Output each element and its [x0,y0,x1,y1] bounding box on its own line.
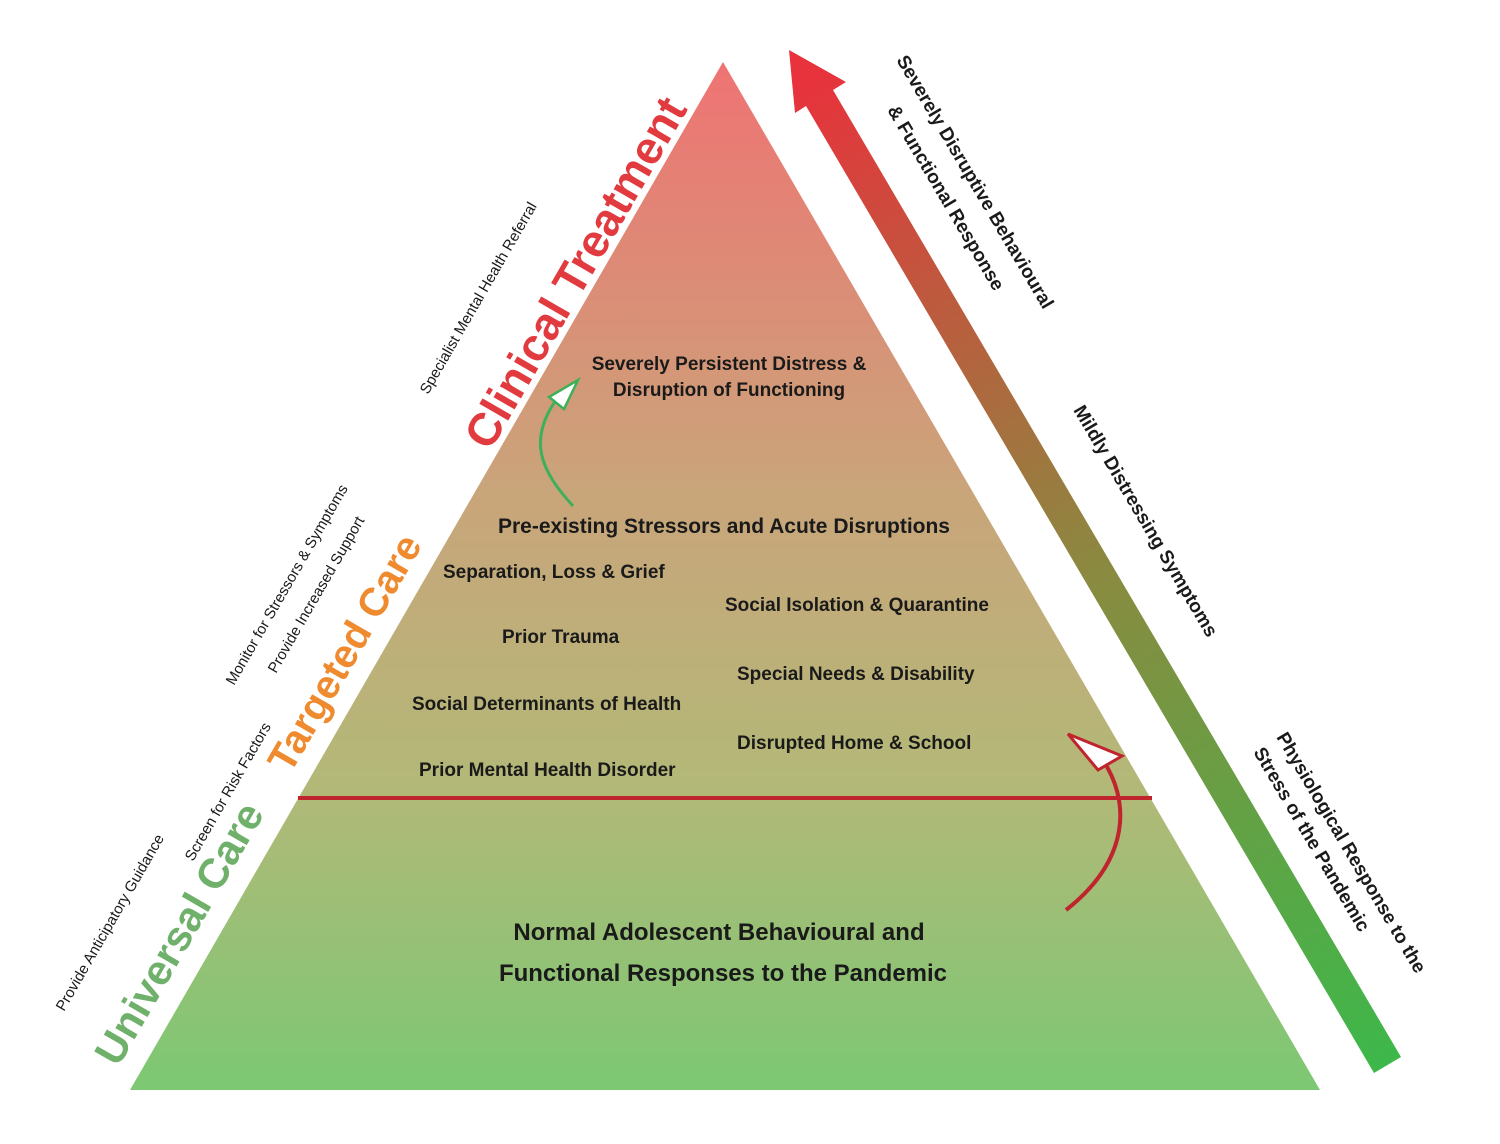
stressor-separation-loss-grief: Separation, Loss & Grief [443,562,665,583]
severity-middle-label: Mildly Distressing Symptoms [1069,402,1222,641]
top-level-line-1: Severely Persistent Distress & [592,354,867,375]
stressor-social-isolation: Social Isolation & Quarantine [725,595,989,616]
stressor-special-needs: Special Needs & Disability [737,664,975,685]
pyramid [130,62,1320,1090]
top-level-line-2: Disruption of Functioning [613,380,845,401]
stressor-social-determinants: Social Determinants of Health [412,694,681,715]
stressor-disrupted-home-school: Disrupted Home & School [737,733,971,754]
base-level-line-2: Functional Responses to the Pandemic [499,960,947,987]
severity-arrow [789,50,1401,1073]
stressor-prior-trauma: Prior Trauma [502,627,620,648]
middle-level-heading: Pre-existing Stressors and Acute Disrupt… [498,515,950,538]
green-escalation-arrow [538,376,581,508]
red-escalation-arrow [1064,732,1126,912]
stressor-prior-mental-health: Prior Mental Health Disorder [419,760,676,781]
base-level-line-1: Normal Adolescent Behavioural and [513,919,924,946]
severity-bottom-line-1: Physiological Response to the [1272,729,1430,977]
